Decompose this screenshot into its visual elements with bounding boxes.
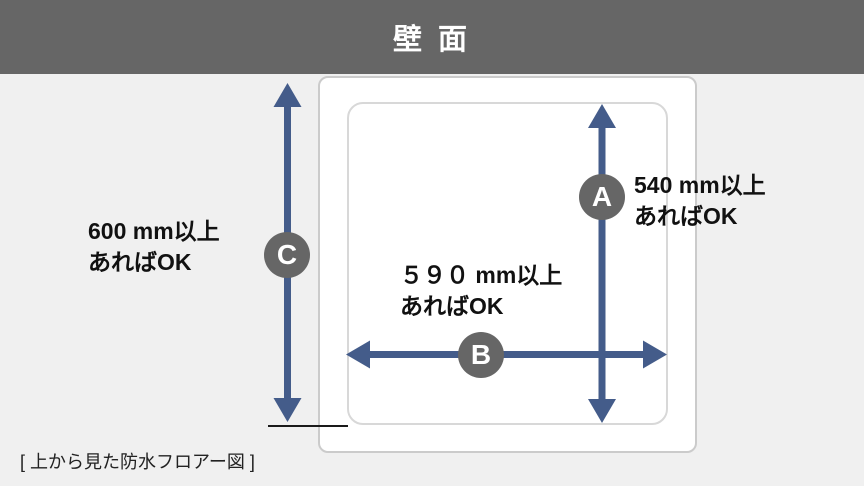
dimension-b-value: ５９０ mm以上 — [400, 262, 563, 288]
dimension-a-value: 540 mm以上 — [634, 172, 766, 198]
waterproof-pan-inner — [347, 102, 668, 425]
dimension-label-a: 540 mm以上 あればOK — [634, 170, 766, 232]
header-bar: 壁 面 — [0, 0, 864, 74]
page-title: 壁 面 — [392, 24, 472, 56]
dimension-c-note: あればOK — [88, 249, 192, 275]
diagram-caption: [ 上から見た防水フロアー図 ] — [20, 452, 255, 472]
dimension-label-b: ５９０ mm以上 あればOK — [400, 260, 562, 322]
badge-c: C — [264, 232, 310, 278]
dimension-label-c: 600 mm以上 あればOK — [88, 216, 220, 278]
badge-a: A — [579, 174, 625, 220]
dimension-a-note: あればOK — [634, 203, 738, 229]
dimension-c-value: 600 mm以上 — [88, 218, 220, 244]
badge-b: B — [458, 332, 504, 378]
dimension-b-note: あればOK — [400, 293, 504, 319]
